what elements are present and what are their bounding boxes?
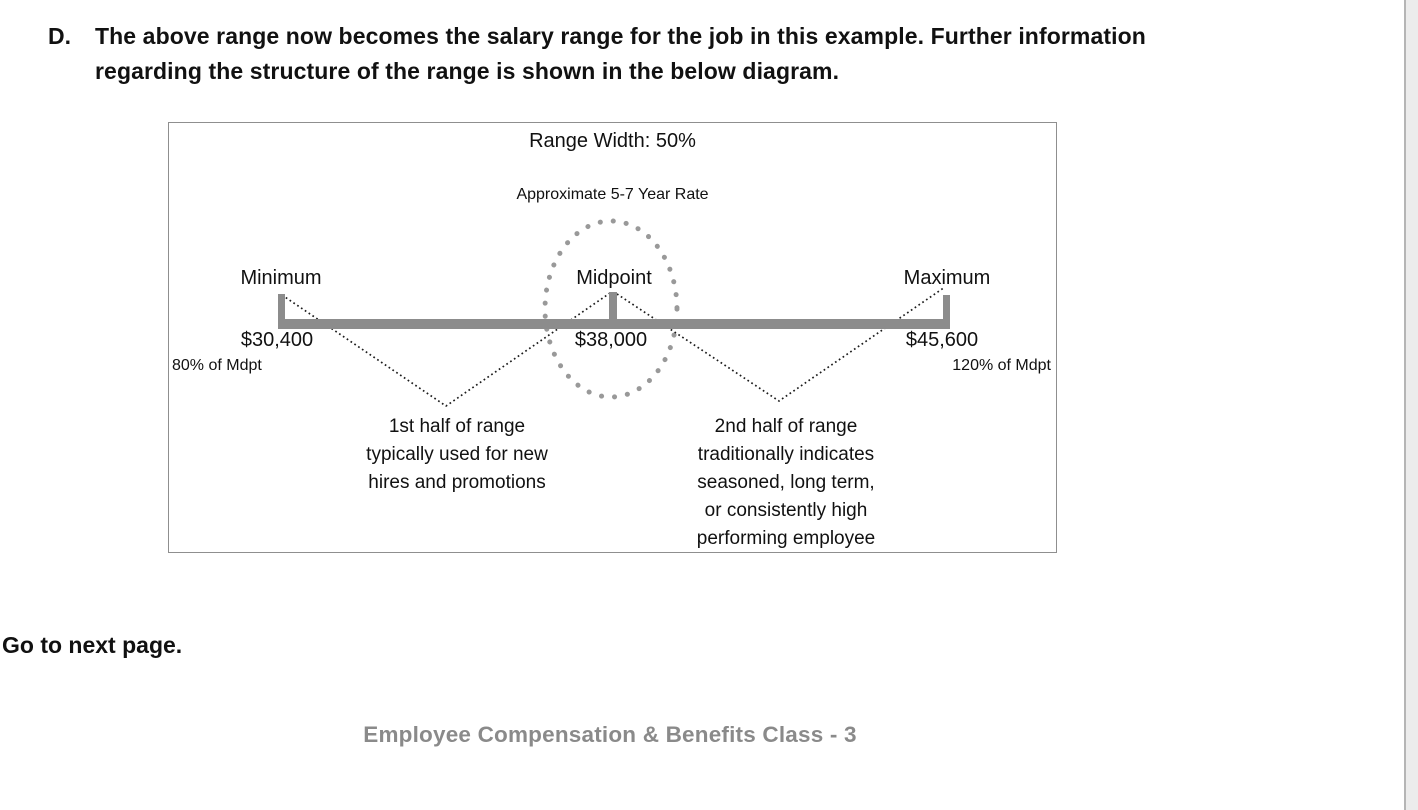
second-half-line-3: seasoned, long term,	[697, 472, 875, 493]
diagram-title: Range Width: 50%	[529, 130, 696, 152]
minimum-percent-note: 80% of Mdpt	[172, 357, 262, 374]
diagram-subtitle: Approximate 5-7 Year Rate	[516, 186, 709, 203]
minimum-label: Minimum	[240, 267, 322, 289]
first-half-brace-line	[281, 292, 611, 408]
midpoint-tick	[609, 292, 617, 329]
maximum-value: $45,600	[905, 329, 979, 351]
second-half-line-1: 2nd half of range	[714, 416, 858, 437]
second-half-line-4: or consistently high	[704, 500, 868, 521]
diagram-shapes	[278, 218, 950, 408]
second-half-description: 2nd half of range traditionally indicate…	[697, 413, 875, 553]
midpoint-label: Midpoint	[576, 267, 652, 289]
first-half-description: 1st half of range typically used for new…	[366, 413, 548, 497]
second-half-line-5: performing employee	[696, 528, 876, 549]
maximum-percent-note: 120% of Mdpt	[952, 357, 1051, 374]
midpoint-highlight-ellipse	[542, 218, 680, 400]
second-half-brace-line	[616, 286, 946, 403]
page-footer: Employee Compensation & Benefits Class -…	[363, 722, 857, 747]
next-page-text: Go to next page.	[2, 632, 183, 658]
list-item-marker: D.	[48, 23, 71, 49]
minimum-value: $30,400	[240, 329, 314, 351]
maximum-tick	[943, 295, 950, 329]
maximum-label: Maximum	[903, 267, 991, 289]
window-gutter	[1406, 0, 1418, 810]
salary-range-diagram: Range Width: 50% Approximate 5-7 Year Ra…	[168, 122, 1057, 553]
minimum-tick	[278, 294, 285, 329]
first-half-line-2: typically used for new	[366, 444, 548, 465]
midpoint-value: $38,000	[574, 329, 648, 351]
first-half-line-3: hires and promotions	[368, 472, 546, 493]
second-half-line-2: traditionally indicates	[697, 444, 875, 465]
first-half-line-1: 1st half of range	[388, 416, 526, 437]
header-paragraph: The above range now becomes the salary r…	[95, 23, 1146, 84]
page-edge-divider	[1404, 0, 1406, 810]
